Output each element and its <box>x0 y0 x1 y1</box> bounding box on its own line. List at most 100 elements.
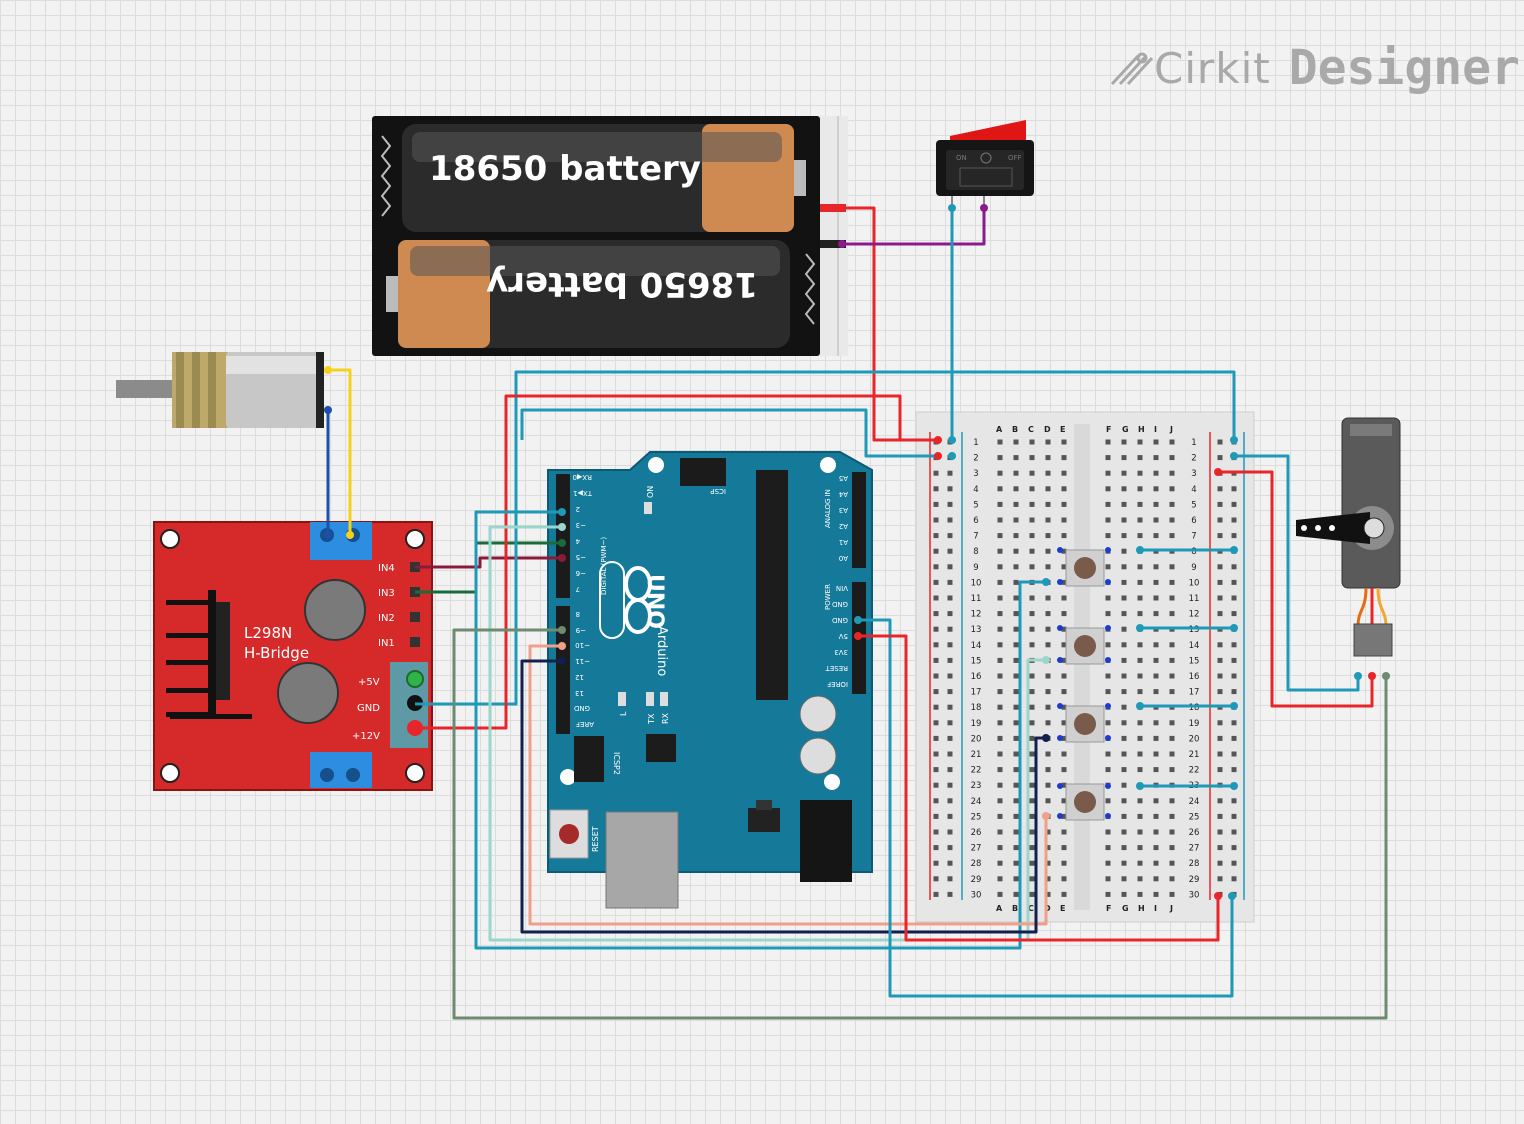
breadboard-hole <box>1045 767 1051 773</box>
hbridge-pin-in4: IN4 <box>378 563 395 574</box>
hbridge-pin-in1: IN1 <box>378 638 395 649</box>
breadboard-hole <box>1029 626 1035 632</box>
breadboard-hole <box>997 845 1003 851</box>
rail-hole <box>933 767 939 773</box>
rail-hole <box>1231 829 1237 835</box>
col-label-j-bottom: J <box>1169 904 1173 913</box>
breadboard-hole <box>1013 751 1019 757</box>
pin-label-a2: A2 <box>839 522 848 530</box>
row-label: 7 <box>973 532 978 542</box>
breadboard-hole <box>1121 564 1127 570</box>
breadboard-hole <box>1153 439 1159 445</box>
row-label: 5 <box>1191 500 1196 510</box>
breadboard-hole <box>1121 439 1127 445</box>
dc-gear-motor[interactable] <box>116 352 324 428</box>
rail-hole <box>933 751 939 757</box>
pin-label-d5: ~5 <box>576 553 586 561</box>
breadboard-hole <box>1169 720 1175 726</box>
rail-hole <box>1217 751 1223 757</box>
breadboard-hole <box>1061 595 1067 601</box>
breadboard-hole <box>1029 548 1035 554</box>
breadboard-hole <box>997 611 1003 617</box>
rail-hole <box>1217 673 1223 679</box>
row-label: 2 <box>973 454 978 464</box>
breadboard-hole <box>1169 611 1175 617</box>
col-label-e: E <box>1060 425 1065 434</box>
pin-label-d11: ~11 <box>575 657 590 665</box>
rail-hole <box>1231 533 1237 539</box>
breadboard-hole <box>1061 642 1067 648</box>
icsp-label: ICSP <box>710 487 726 495</box>
battery-cell-top: 18650 battery <box>402 124 806 232</box>
breadboard-hole <box>1153 689 1159 695</box>
row-label: 18 <box>971 703 982 713</box>
row-label: 3 <box>1191 469 1196 479</box>
breadboard-hole <box>1013 689 1019 695</box>
breadboard-hole <box>1061 813 1067 819</box>
breadboard-hole <box>1137 845 1143 851</box>
arduino-model: UNO <box>642 574 667 629</box>
breadboard-hole <box>1029 455 1035 461</box>
breadboard-hole <box>1029 720 1035 726</box>
breadboard-hole <box>1013 813 1019 819</box>
l298n-h-bridge[interactable]: L298N H-Bridge IN4 IN3 IN2 IN1 +5V GND +… <box>153 521 433 791</box>
rail-hole <box>947 689 953 695</box>
breadboard-hole <box>1153 564 1159 570</box>
row-label: 1 <box>1191 438 1196 448</box>
breadboard-hole <box>1013 533 1019 539</box>
breadboard-hole <box>1153 657 1159 663</box>
reset-button[interactable] <box>549 809 589 859</box>
breadboard-hole <box>1029 798 1035 804</box>
wire-rail-servo-vcc <box>1218 470 1374 708</box>
breadboard-hole <box>997 798 1003 804</box>
breadboard-hole <box>1121 611 1127 617</box>
arduino-brand: Arduino <box>654 626 669 676</box>
breadboard-hole <box>1121 782 1127 788</box>
breadboard[interactable]: A B C D E F G H I J A B C D E F G H I J … <box>915 411 1255 923</box>
row-label: 1 <box>973 438 978 448</box>
breadboard-hole <box>1105 673 1111 679</box>
rail-hole <box>947 798 953 804</box>
breadboard-hole <box>1061 891 1067 897</box>
servo-motor[interactable] <box>1296 417 1401 657</box>
breadboard-hole <box>1013 876 1019 882</box>
breadboard-hole <box>1061 704 1067 710</box>
rocker-switch[interactable]: ON OFF <box>936 120 1034 206</box>
battery-holder[interactable]: 18650 battery 18650 battery <box>372 116 848 356</box>
push-button-4[interactable] <box>1065 783 1105 821</box>
rail-hole <box>1217 611 1223 617</box>
rail-hole <box>947 486 953 492</box>
rail-hole <box>947 845 953 851</box>
breadboard-hole <box>1153 579 1159 585</box>
breadboard-hole <box>1029 564 1035 570</box>
breadboard-hole <box>1121 548 1127 554</box>
breadboard-hole <box>1121 626 1127 632</box>
breadboard-hole <box>1029 611 1035 617</box>
breadboard-hole <box>997 829 1003 835</box>
push-button-3[interactable] <box>1065 705 1105 743</box>
breadboard-hole <box>1013 891 1019 897</box>
push-button-2[interactable] <box>1065 627 1105 665</box>
breadboard-hole <box>1013 455 1019 461</box>
breadboard-hole <box>1061 533 1067 539</box>
breadboard-hole <box>1169 891 1175 897</box>
hbridge-pin-5v: +5V <box>358 677 380 688</box>
col-label-b: B <box>1012 425 1018 434</box>
arduino-uno[interactable]: ICSP ICSP2 UNO Arduino DIGITAL (PWM~) AN… <box>547 451 873 909</box>
breadboard-hole <box>1045 782 1051 788</box>
row-label: 30 <box>971 890 982 900</box>
breadboard-hole <box>1045 564 1051 570</box>
breadboard-hole <box>1169 533 1175 539</box>
push-button-1[interactable] <box>1065 549 1105 587</box>
rail-hole <box>1217 689 1223 695</box>
breadboard-hole <box>1153 673 1159 679</box>
row-label: 16 <box>1189 672 1200 682</box>
pin-label-d7: 7 <box>576 585 580 593</box>
breadboard-hole <box>1137 829 1143 835</box>
breadboard-hole <box>1153 642 1159 648</box>
col-label-f-bottom: F <box>1106 904 1111 913</box>
breadboard-hole <box>1105 829 1111 835</box>
breadboard-hole <box>1029 486 1035 492</box>
row-label: 27 <box>1189 844 1200 854</box>
breadboard-hole <box>1169 860 1175 866</box>
